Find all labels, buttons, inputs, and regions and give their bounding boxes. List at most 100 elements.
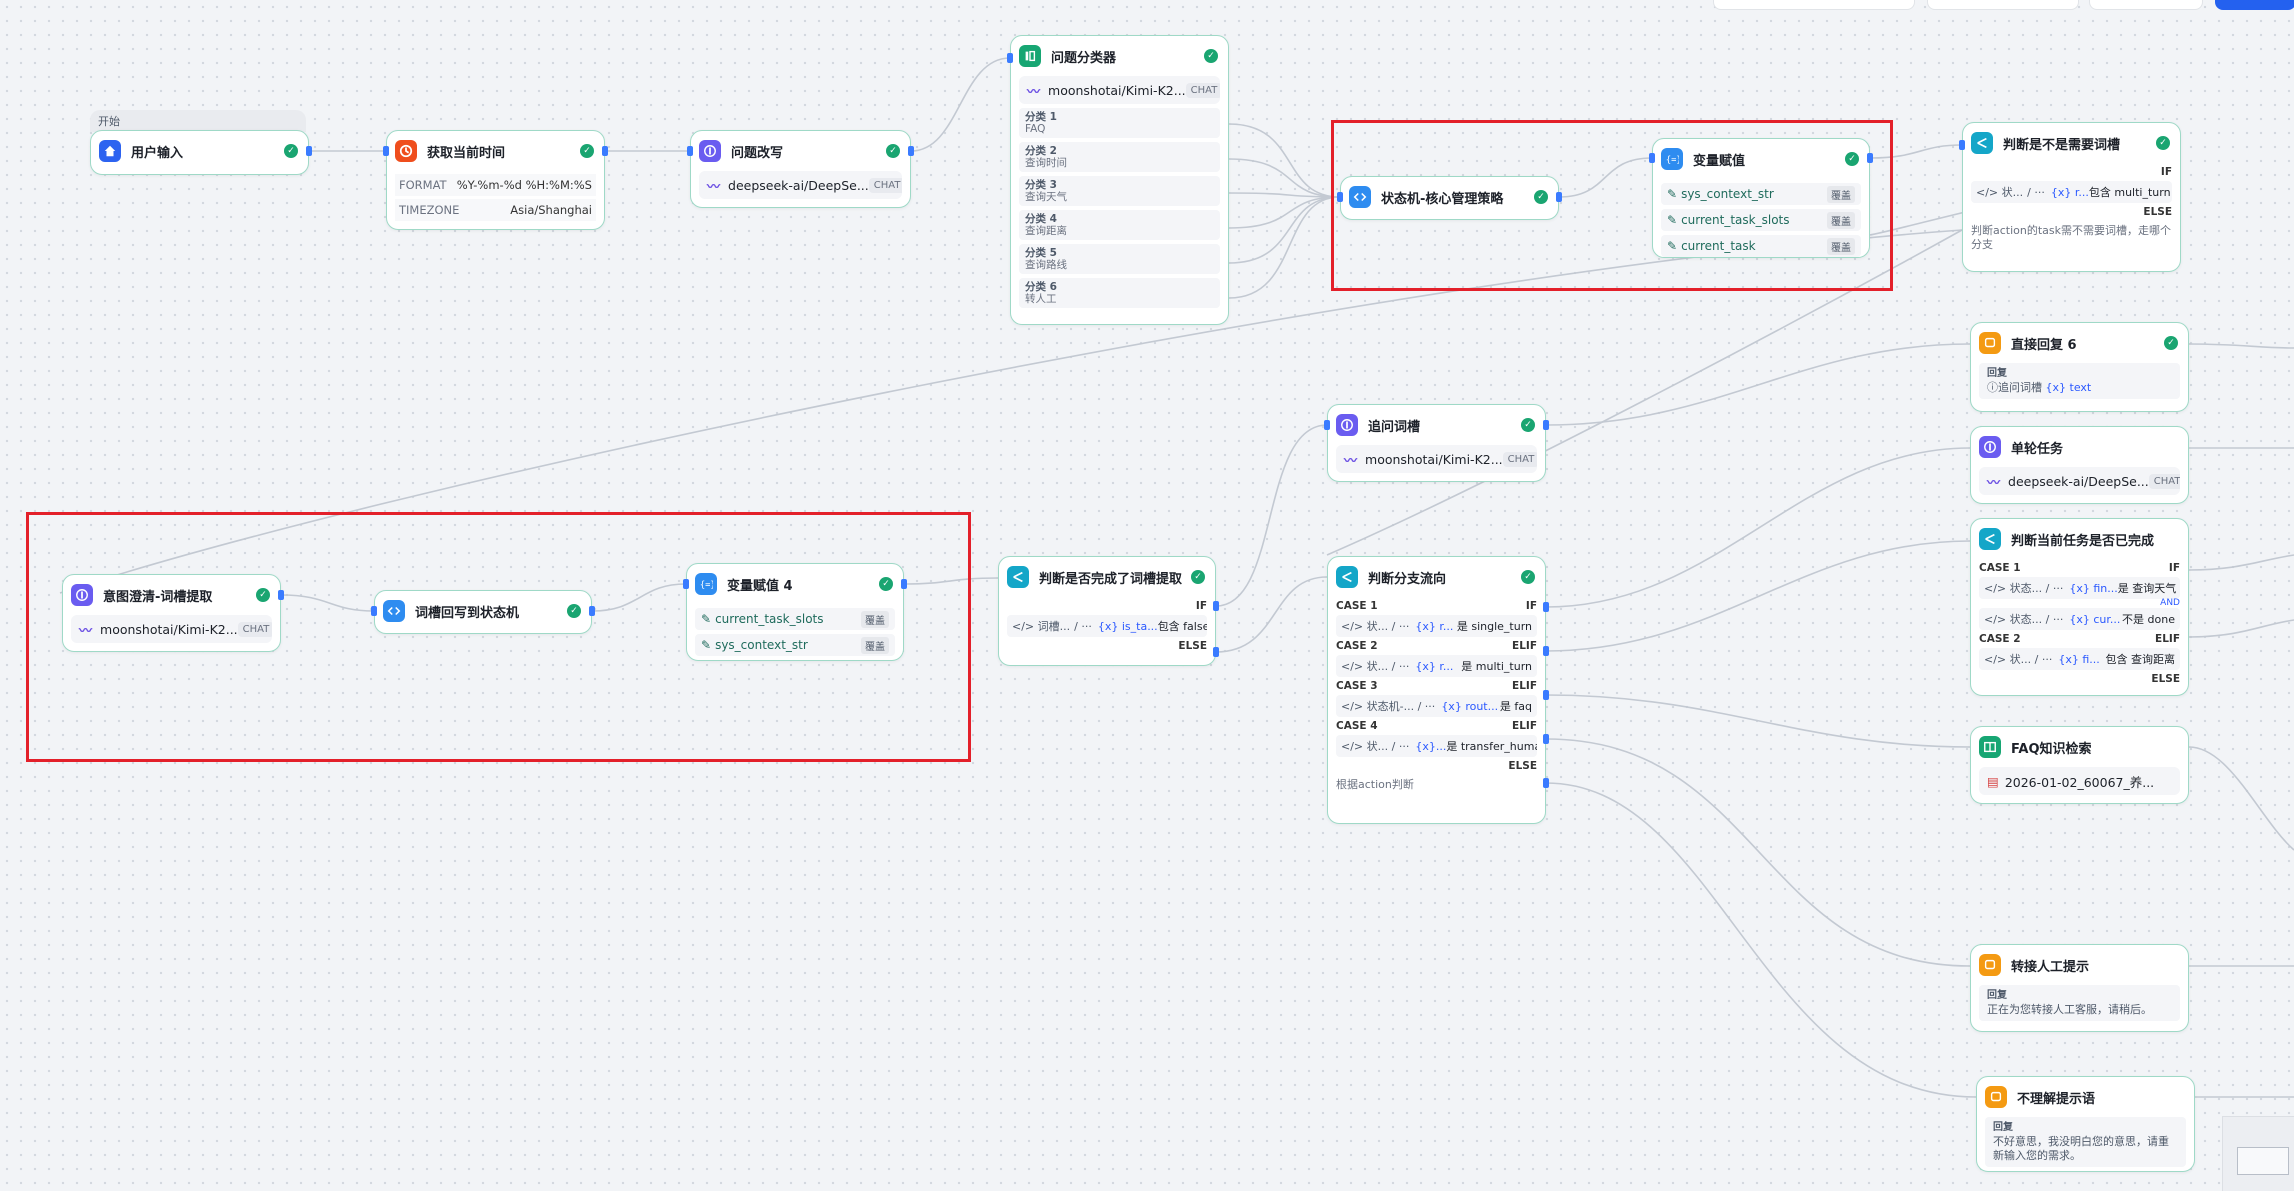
condition-row[interactable]: </> 状... / ···{x} r...是 multi_turn: [1336, 655, 1537, 677]
connection-handle[interactable]: [1324, 420, 1330, 430]
connection-handle[interactable]: [901, 579, 907, 589]
knowledge-base-item[interactable]: ▤ 2026-01-02_60067_养...: [1979, 767, 2180, 795]
connection-handle[interactable]: [1213, 601, 1219, 611]
connection-handle[interactable]: [1543, 734, 1549, 744]
reply-icon: [1985, 1086, 2007, 1108]
connection-handle[interactable]: [1543, 420, 1549, 430]
check-icon: ✓: [886, 144, 900, 158]
home-icon: [99, 140, 121, 162]
else-label: ELSE: [1508, 760, 1537, 772]
node-title: 追问词槽: [1368, 419, 1421, 435]
connection-handle[interactable]: [1543, 646, 1549, 656]
connection-handle[interactable]: [589, 606, 595, 616]
connection-handle[interactable]: [1649, 153, 1655, 163]
connection-handle[interactable]: [1543, 690, 1549, 700]
svg-text:{=}: {=}: [1666, 156, 1679, 166]
condition-row[interactable]: </> 状态... / ···{x} fin...是 查询天气: [1979, 577, 2180, 599]
node-reply6[interactable]: 直接回复 6 ✓ 回复 ⓘ追问词槽 {x} text: [1970, 322, 2189, 412]
node-rewrite[interactable]: 问题改写 ✓ 〰 deepseek-ai/DeepSe... CHAT: [690, 130, 911, 208]
connection-handle[interactable]: [1213, 647, 1219, 657]
connection-handle[interactable]: [1007, 53, 1013, 63]
classifier-icon: [1019, 45, 1041, 67]
node-faq[interactable]: FAQ知识检索 ▤ 2026-01-02_60067_养...: [1970, 726, 2189, 804]
node-intent[interactable]: 意图澄清-词槽提取 ✓ 〰 moonshotai/Kimi-K2... CHAT: [62, 574, 281, 652]
model-icon: 〰: [1027, 84, 1041, 100]
model-selector[interactable]: 〰 moonshotai/Kimi-K2... CHAT: [1019, 76, 1220, 104]
node-need-slot[interactable]: 判断是不是需要词槽 ✓ IF </> 状... / ··· {x} r... 包…: [1962, 122, 2181, 272]
toolbar-button-1[interactable]: [1713, 0, 1915, 10]
connection-handle[interactable]: [1556, 192, 1562, 202]
check-icon: ✓: [580, 144, 594, 158]
condition-row[interactable]: </> 状态... / ···{x} cur...不是 done: [1979, 608, 2180, 630]
node-slot-write[interactable]: 词槽回写到状态机 ✓: [374, 590, 592, 634]
connection-handle[interactable]: [1867, 153, 1873, 163]
node-state-machine[interactable]: 状态机-核心管理策略 ✓: [1340, 176, 1559, 220]
node-unknown[interactable]: 不理解提示语 回复 不好意思，我没明白您的意思，请重新输入您的需求。: [1976, 1076, 2195, 1172]
connection-handle[interactable]: [278, 590, 284, 600]
publish-button[interactable]: [2215, 0, 2294, 10]
connection-handle[interactable]: [1543, 778, 1549, 788]
node-user-input[interactable]: 用户输入 ✓: [90, 130, 309, 175]
node-slot-done[interactable]: 判断是否完成了词槽提取 ✓ IF </> 词槽... / ··· {x} is_…: [998, 556, 1216, 666]
connection-handle[interactable]: [383, 146, 389, 156]
connection-handle[interactable]: [602, 146, 608, 156]
connection-handle[interactable]: [1959, 140, 1965, 150]
code-icon: [1349, 186, 1371, 208]
node-title: 问题改写: [731, 145, 784, 161]
connection-handle[interactable]: [371, 606, 377, 616]
node-ask-slot[interactable]: 追问词槽 ✓ 〰 moonshotai/Kimi-K2... CHAT: [1327, 404, 1546, 482]
check-icon: ✓: [256, 588, 270, 602]
condition-row[interactable]: </> 状... / ···{x} fi...包含 查询距离: [1979, 648, 2180, 670]
condition-row[interactable]: </> 状态机-... / ···{x} rout...是 faq: [1336, 695, 1537, 717]
branch-icon: [1979, 528, 2001, 550]
connection-handle[interactable]: [683, 579, 689, 589]
condition-row[interactable]: </> 词槽... / ··· {x} is_ta... 包含 false: [1007, 615, 1207, 637]
edge-branch-cross: [1326, 229, 1963, 556]
reply-content: 回复 ⓘ追问词槽 {x} text: [1979, 363, 2180, 399]
edge-rewrite-classifier: [910, 57, 1011, 152]
edge-sm-assign: [1558, 157, 1653, 198]
condition-row[interactable]: </> 状... / ···{x}...是 transfer_human: [1336, 735, 1537, 757]
check-icon: ✓: [1845, 152, 1859, 166]
node-get-time[interactable]: 获取当前时间 ✓ FORMAT%Y-%m-%d %H:%M:%S TIMEZON…: [386, 130, 605, 230]
connection-handle[interactable]: [1543, 602, 1549, 612]
condition-row[interactable]: </> 状... / ··· {x} r... 包含 multi_turn: [1971, 181, 2172, 203]
connection-handle[interactable]: [687, 146, 693, 156]
model-selector[interactable]: 〰 moonshotai/Kimi-K2... CHAT: [71, 615, 272, 643]
minimap-viewport[interactable]: [2237, 1147, 2289, 1175]
model-selector[interactable]: 〰 deepseek-ai/DeepSe... CHAT: [1979, 467, 2180, 495]
param-row: FORMAT%Y-%m-%d %H:%M:%S: [395, 174, 596, 196]
edge-slotdone-branch: [1215, 576, 1328, 653]
node-single-task[interactable]: 单轮任务 〰 deepseek-ai/DeepSe... CHAT: [1970, 426, 2189, 504]
minimap[interactable]: [2222, 1116, 2294, 1191]
branch-icon: [1336, 566, 1358, 588]
toolbar-button-3[interactable]: [2089, 0, 2203, 10]
model-selector[interactable]: 〰 deepseek-ai/DeepSe... CHAT: [699, 171, 902, 199]
edge-class3-sm: [1228, 192, 1341, 198]
variable-icon: {=}: [1661, 148, 1683, 170]
toolbar-button-2[interactable]: [1927, 0, 2079, 10]
node-title: 意图澄清-词槽提取: [103, 589, 213, 605]
connection-handle[interactable]: [908, 146, 914, 156]
node-human[interactable]: 转接人工提示 回复 正在为您转接人工客服，请稍后。: [1970, 944, 2189, 1032]
connection-handle[interactable]: [306, 146, 312, 156]
condition-row[interactable]: </> 状... / ···{x} r...是 single_turn: [1336, 615, 1537, 637]
model-icon: 〰: [1987, 475, 2001, 491]
edge-faq-out: [2188, 746, 2294, 851]
node-title: 词槽回写到状态机: [415, 605, 520, 621]
check-icon: ✓: [284, 144, 298, 158]
model-selector[interactable]: 〰 moonshotai/Kimi-K2... CHAT: [1336, 445, 1537, 473]
connection-handle[interactable]: [1337, 192, 1343, 202]
node-classifier[interactable]: 问题分类器 ✓ 〰 moonshotai/Kimi-K2... CHAT 分类 …: [1010, 35, 1229, 325]
else-label: ELSE: [2151, 673, 2180, 685]
